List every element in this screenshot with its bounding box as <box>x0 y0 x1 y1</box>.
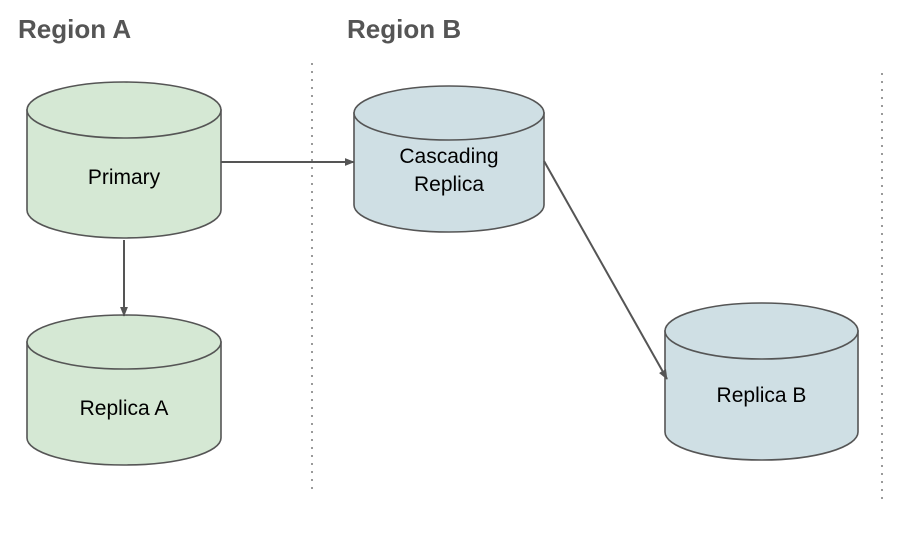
replica-b-cylinder-top <box>664 302 859 360</box>
node-primary[interactable] <box>26 81 222 239</box>
primary-cylinder-top <box>26 81 222 139</box>
edge-cascading-replica-to-replica-b[interactable] <box>543 160 668 380</box>
cascading-replica-cylinder-top <box>353 85 545 141</box>
region-a-title: Region A <box>18 14 132 44</box>
node-replica-a[interactable] <box>26 314 222 466</box>
cascading-replica-cylinder-body <box>353 112 545 233</box>
node-replica-b[interactable] <box>664 302 859 461</box>
region-b-title: Region B <box>347 14 462 44</box>
replica-a-cylinder-top <box>26 314 222 370</box>
node-cascading-replica[interactable] <box>353 85 545 233</box>
replica-b-cylinder-body <box>664 330 859 461</box>
primary-cylinder-body <box>26 109 222 239</box>
replica-a-cylinder-body <box>26 341 222 466</box>
